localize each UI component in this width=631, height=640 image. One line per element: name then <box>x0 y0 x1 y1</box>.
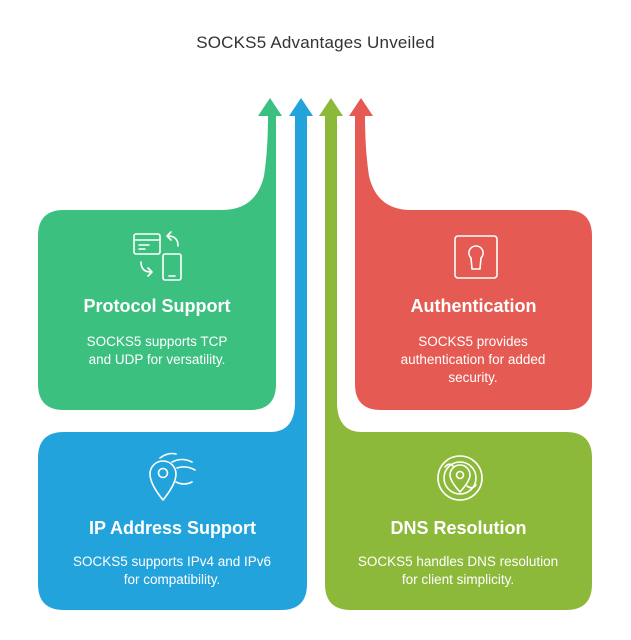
card-dns-resolution <box>319 98 592 610</box>
dns-target-icon <box>437 455 483 501</box>
card-description-protocol-support: SOCKS5 supports TCP and UDP for versatil… <box>86 334 228 367</box>
protocol-switch-icon <box>133 231 182 281</box>
card-description-ip-address-support: SOCKS5 supports IPv4 and IPv6 for compat… <box>72 554 272 587</box>
keyhole-icon <box>454 235 498 279</box>
card-title-ip-address-support: IP Address Support <box>88 518 257 538</box>
card-title-protocol-support: Protocol Support <box>83 296 231 316</box>
card-authentication <box>349 98 592 410</box>
card-description-authentication: SOCKS5 provides authentication for added… <box>400 334 546 385</box>
diagram-title: SOCKS5 Advantages Unveiled <box>196 33 435 52</box>
card-ip-address-support <box>38 98 313 610</box>
card-title-authentication: Authentication <box>410 296 537 316</box>
card-title-dns-resolution: DNS Resolution <box>390 518 527 538</box>
location-pin-icon <box>149 452 196 501</box>
card-description-dns-resolution: SOCKS5 handles DNS resolution for client… <box>357 554 559 587</box>
